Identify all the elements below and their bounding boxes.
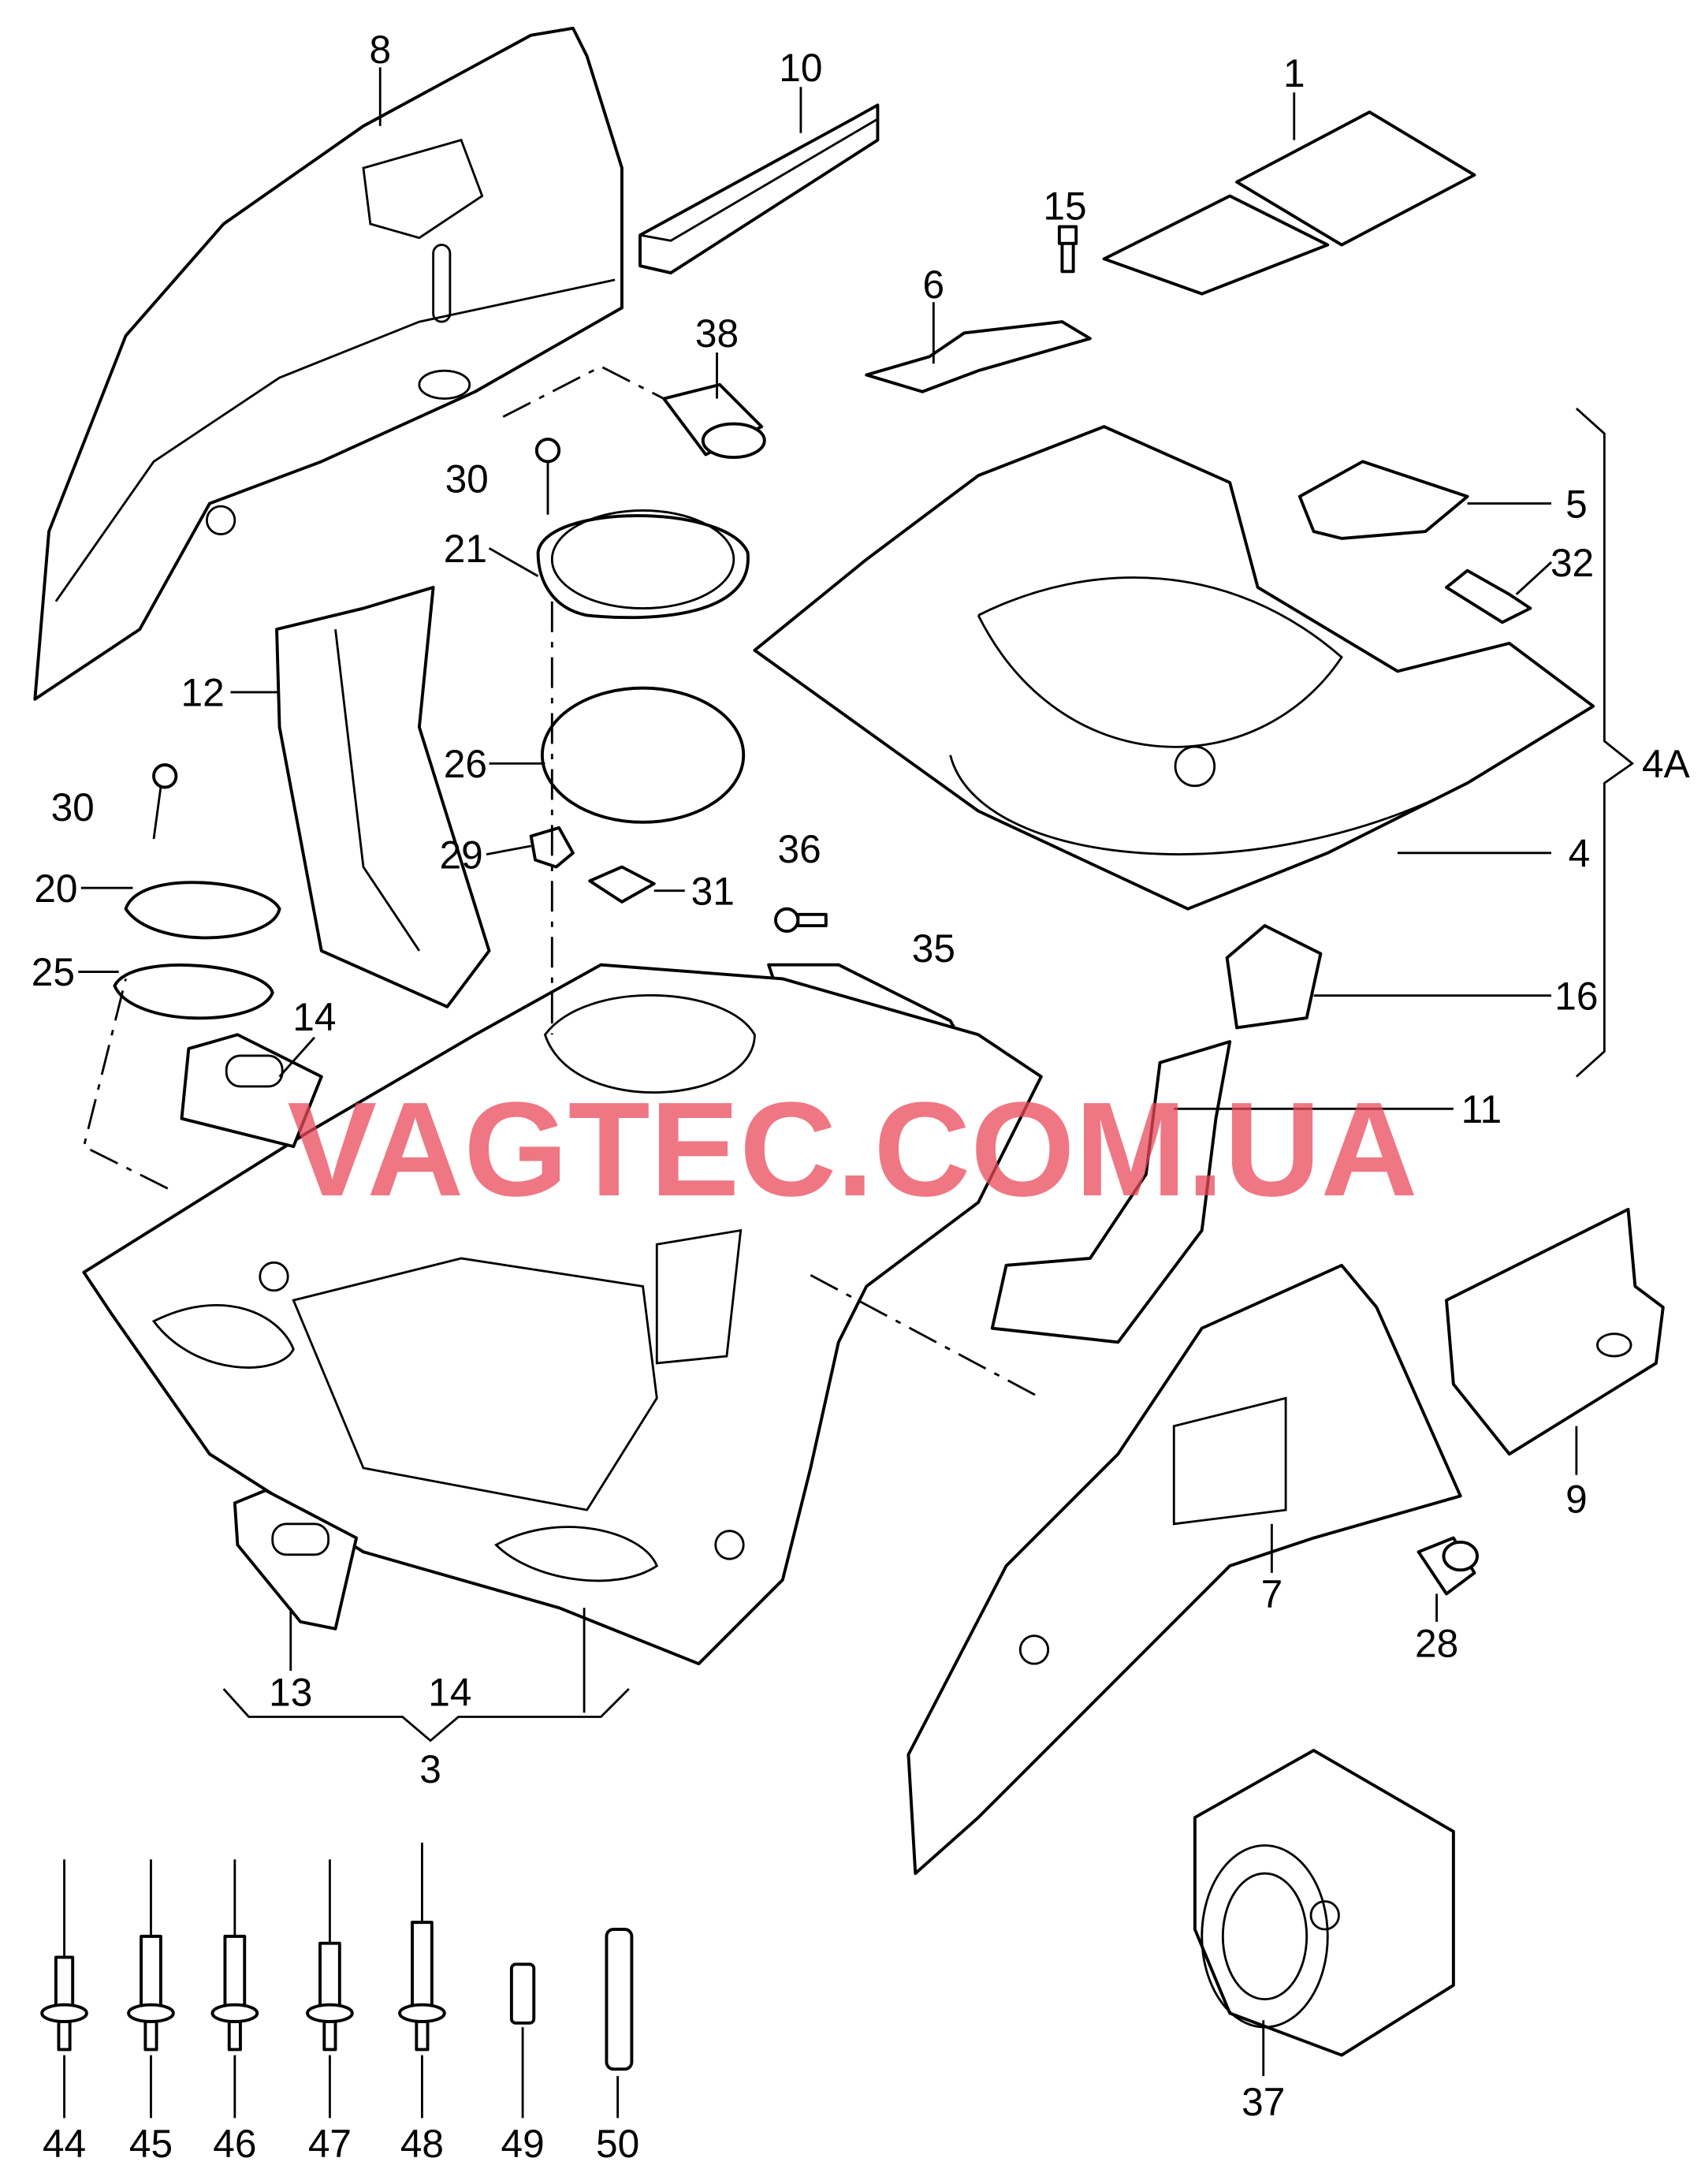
callout-3[interactable]: 3 <box>419 1747 441 1791</box>
part-4-rear-floor[interactable] <box>753 425 1595 911</box>
callout-12[interactable]: 12 <box>181 671 224 715</box>
part-30-screw-top[interactable] <box>534 438 561 515</box>
part-20-gasket[interactable] <box>124 881 281 940</box>
callout-10[interactable]: 10 <box>779 46 822 90</box>
callout-38[interactable]: 38 <box>695 311 739 356</box>
part-12-member[interactable] <box>275 586 491 1008</box>
rivet-47[interactable] <box>306 1859 354 2052</box>
part-9-bracket[interactable] <box>1445 1207 1665 1456</box>
callout-1[interactable]: 1 <box>1283 51 1305 95</box>
rivet-44[interactable] <box>40 1859 88 2052</box>
callout-11[interactable]: 11 <box>1461 1087 1502 1131</box>
part-1-mat[interactable] <box>1102 110 1476 296</box>
callout-35[interactable]: 35 <box>912 926 955 971</box>
callout-37[interactable]: 37 <box>1242 2080 1285 2124</box>
part-30-screw-left[interactable] <box>152 763 178 840</box>
part-38-plug[interactable] <box>662 382 766 460</box>
callout-49[interactable]: 49 <box>501 2122 544 2166</box>
callout-4A[interactable]: 4A <box>1642 742 1690 786</box>
part-15-bolt[interactable] <box>1057 225 1078 274</box>
part-36-bolt[interactable] <box>774 907 828 934</box>
part-10-bracket[interactable] <box>638 103 880 275</box>
rivet-46[interactable] <box>210 1859 259 2052</box>
part-8-wheel-housing-left[interactable] <box>33 26 624 701</box>
part-26-ring[interactable] <box>540 686 746 824</box>
callout-15[interactable]: 15 <box>1043 184 1086 229</box>
callout-25[interactable]: 25 <box>32 950 75 994</box>
callout-45[interactable]: 45 <box>129 2122 173 2166</box>
part-16-bracket[interactable] <box>1225 924 1323 1030</box>
rivet-49[interactable] <box>509 1962 536 2025</box>
callout-36[interactable]: 36 <box>778 827 821 871</box>
callout-30-left[interactable]: 30 <box>51 785 95 829</box>
callout-47[interactable]: 47 <box>308 2122 352 2166</box>
callout-26[interactable]: 26 <box>444 742 487 786</box>
callout-9[interactable]: 9 <box>1565 1478 1588 1522</box>
part-6-plate[interactable] <box>865 320 1092 393</box>
part-21-seal-ring[interactable] <box>536 509 750 620</box>
part-25-gasket[interactable] <box>113 963 274 1020</box>
callout-4[interactable]: 4 <box>1569 832 1591 876</box>
part-37-subwoofer[interactable] <box>1193 1749 1455 2057</box>
callout-30-top[interactable]: 30 <box>445 457 489 501</box>
callout-13[interactable]: 13 <box>269 1670 312 1714</box>
part-14-plate-top[interactable] <box>180 1033 323 1149</box>
callout-5[interactable]: 5 <box>1565 482 1588 526</box>
callout-7[interactable]: 7 <box>1261 1572 1283 1616</box>
rivet-48[interactable] <box>398 1843 446 2052</box>
callout-48[interactable]: 48 <box>400 2122 444 2166</box>
part-32-clip[interactable] <box>1445 568 1532 624</box>
part-11-member[interactable] <box>990 1040 1232 1344</box>
callout-21[interactable]: 21 <box>444 527 487 571</box>
part-13-plate[interactable] <box>233 1489 359 1631</box>
callout-29[interactable]: 29 <box>439 833 482 877</box>
watermark: VAGTEC.COM.UA <box>288 1075 1418 1224</box>
part-5-bracket[interactable] <box>1297 460 1469 540</box>
part-28-plug[interactable] <box>1416 1536 1479 1596</box>
part-7-wheel-housing-right[interactable] <box>906 1263 1462 1876</box>
callout-14-top[interactable]: 14 <box>292 995 336 1039</box>
callout-50[interactable]: 50 <box>596 2122 639 2166</box>
rivet-45[interactable] <box>127 1859 175 2052</box>
leader-lines <box>63 67 1635 2119</box>
callout-16[interactable]: 16 <box>1554 974 1598 1018</box>
callout-20[interactable]: 20 <box>34 867 77 911</box>
callout-labels: 8 10 1 15 6 38 30 5 32 21 12 4A 26 30 36… <box>32 28 1690 2166</box>
callout-44[interactable]: 44 <box>43 2122 86 2166</box>
part-31-cap[interactable] <box>588 865 656 904</box>
callout-46[interactable]: 46 <box>213 2122 256 2166</box>
callout-6[interactable]: 6 <box>923 263 945 307</box>
callout-32[interactable]: 32 <box>1551 541 1594 585</box>
callout-14-bottom[interactable]: 14 <box>428 1670 471 1714</box>
callout-28[interactable]: 28 <box>1415 1621 1458 1665</box>
callout-31[interactable]: 31 <box>691 869 735 913</box>
callout-8[interactable]: 8 <box>369 28 391 72</box>
rivet-50[interactable] <box>605 1928 634 2071</box>
